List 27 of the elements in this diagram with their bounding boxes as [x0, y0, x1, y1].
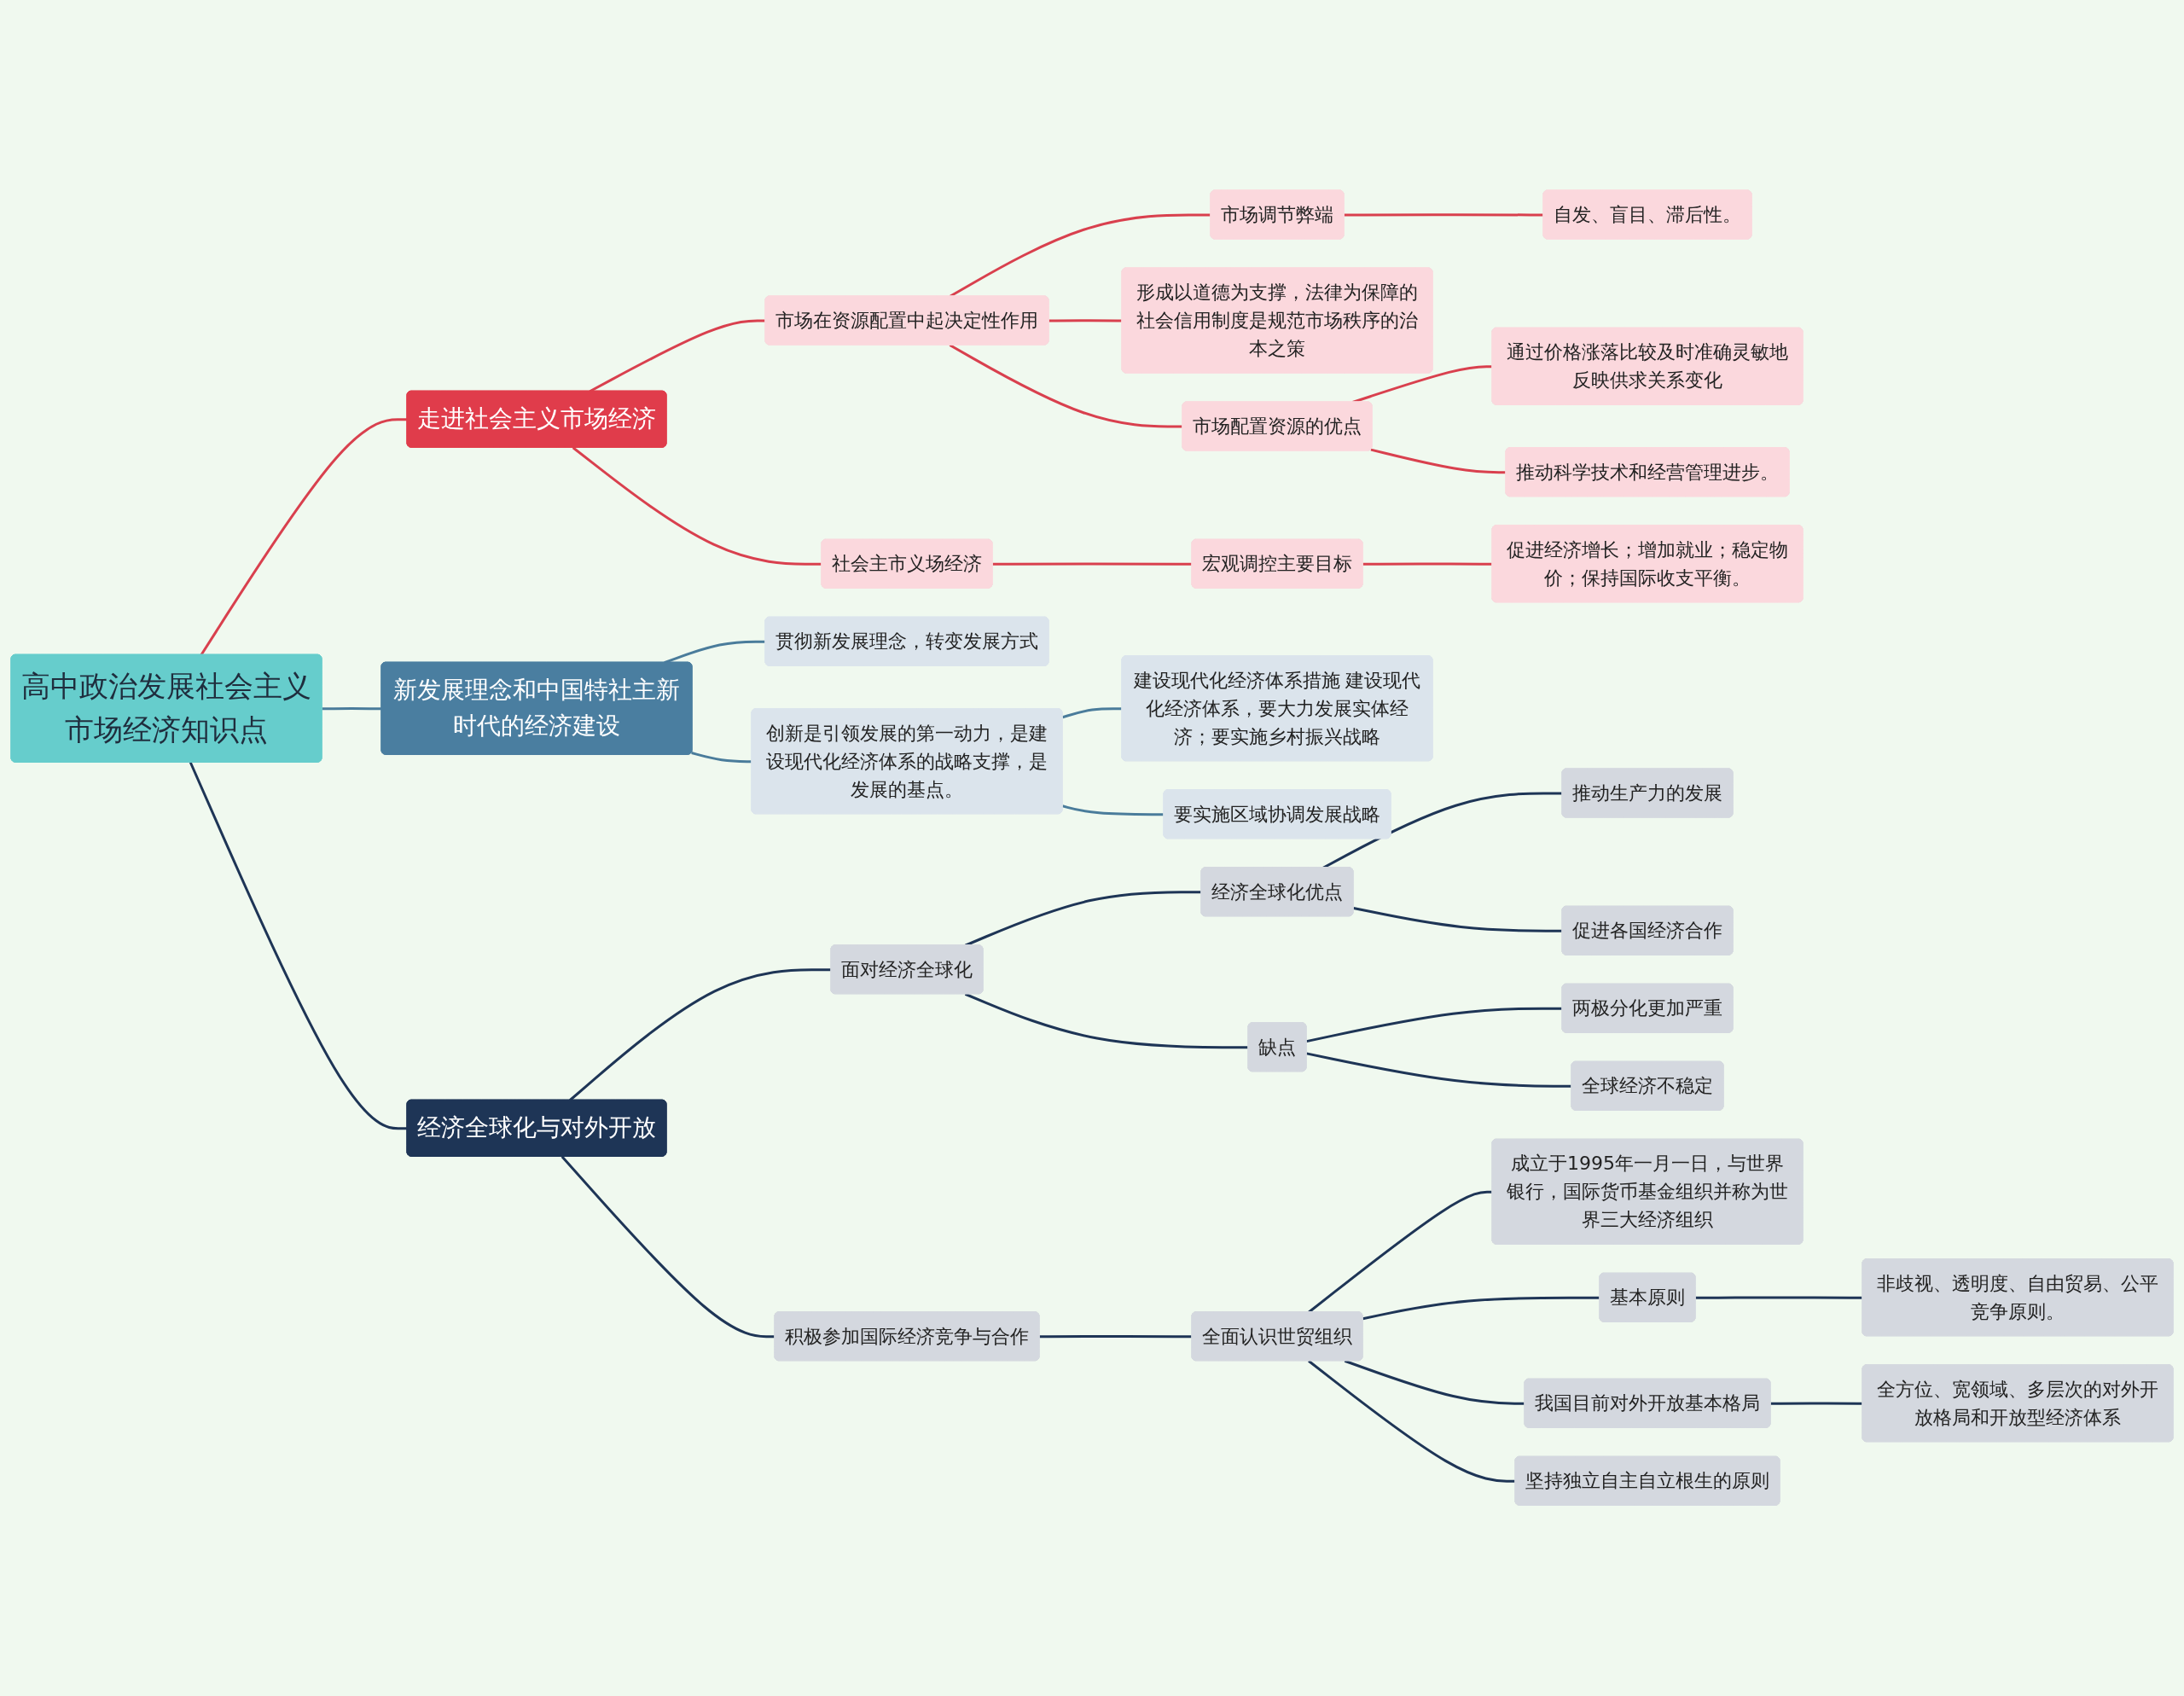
connector — [1308, 1360, 1516, 1484]
connector — [200, 418, 408, 656]
connector — [964, 993, 1249, 1049]
connector — [964, 891, 1202, 947]
connector — [1306, 1052, 1572, 1089]
connector — [1322, 792, 1563, 869]
connector — [1039, 1335, 1193, 1339]
connector — [1370, 449, 1507, 474]
connector — [1695, 1296, 1863, 1300]
connector — [189, 762, 408, 1130]
connector — [691, 752, 752, 764]
connector — [1362, 562, 1493, 566]
connector — [1344, 213, 1544, 217]
connector — [322, 707, 382, 711]
connector — [1308, 1191, 1493, 1314]
connector — [1048, 319, 1123, 322]
connector — [992, 562, 1193, 566]
connector — [561, 1156, 775, 1339]
connector — [572, 446, 822, 566]
connector — [1770, 1402, 1863, 1406]
connector — [949, 344, 1183, 428]
connector — [1062, 707, 1123, 719]
connector — [1062, 804, 1165, 816]
connector — [1353, 907, 1563, 933]
connector — [1306, 1008, 1563, 1043]
connector — [1344, 1360, 1525, 1406]
connector — [1362, 1297, 1600, 1321]
